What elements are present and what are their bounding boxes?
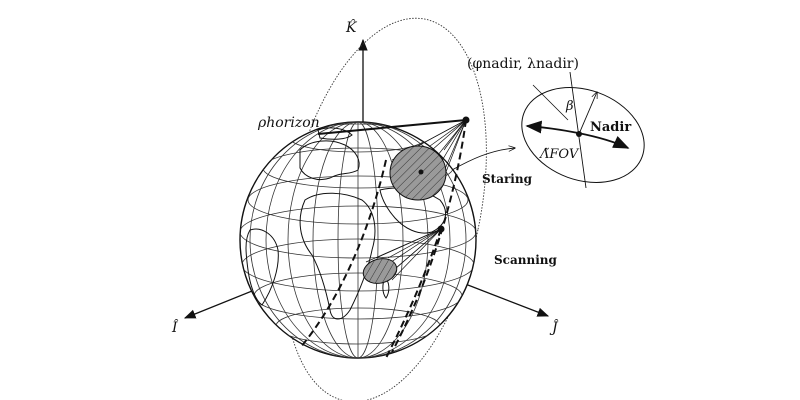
nadir-coordinates-label: (φnadir, λnadir) (467, 56, 579, 72)
lambda-fov-label: Λ̃FOV (539, 147, 580, 162)
nadir-label: Nadir (590, 120, 631, 135)
rho-horizon-label: ρhorizon (257, 115, 320, 131)
scanning-footprint (362, 258, 398, 284)
fov-inset (521, 71, 645, 189)
j-axis-label: Ĵ (549, 318, 559, 336)
scanning-label: Scanning (494, 253, 557, 267)
inset-callout-arrow (451, 148, 515, 171)
staring-label: Staring (482, 172, 533, 186)
j-axis (454, 279, 550, 317)
staring-footprint (389, 145, 447, 201)
ground-tracks (299, 119, 467, 361)
horizon-line (317, 119, 467, 135)
i-axis-label: Î (171, 318, 179, 336)
beta-label: β (565, 99, 574, 114)
k-axis-label: K̂ (345, 18, 358, 36)
satellite-staring (462, 116, 470, 124)
satellite-scanning (437, 225, 445, 233)
